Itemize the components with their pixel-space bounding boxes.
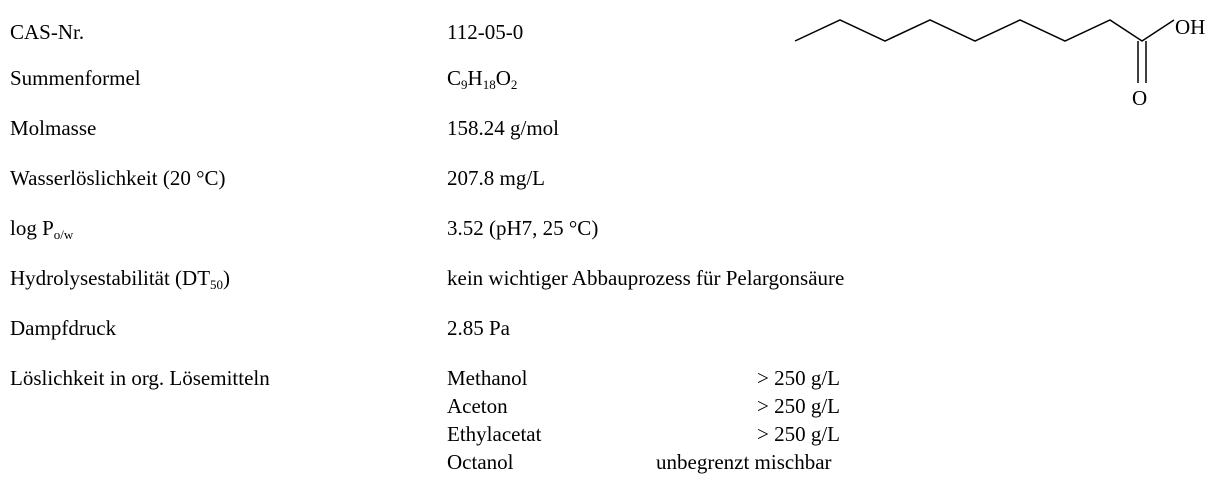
prop-label-hydrolysis: Hydrolysestabilität (DT50) — [10, 266, 231, 292]
prop-label-organic-solubility: Löslichkeit in org. Lösemitteln — [10, 366, 270, 390]
solvent-amount: > 250 g/L — [757, 394, 841, 418]
prop-label-logp: log Po/w — [10, 216, 74, 242]
solvent-name: Methanol — [447, 366, 528, 390]
prop-value-vapor-pressure: 2.85 Pa — [447, 316, 510, 340]
prop-value-formula: C9H18O2 — [447, 66, 518, 92]
prop-label-vapor-pressure: Dampfdruck — [10, 316, 117, 340]
prop-value-molmass: 158.24 g/mol — [447, 116, 560, 140]
prop-label-water-solubility: Wasserlöslichkeit (20 °C) — [10, 166, 226, 190]
solvent-amount: > 250 g/L — [757, 422, 841, 446]
hydroxyl-label: OH — [1175, 15, 1205, 39]
prop-value-water-solubility: 207.8 mg/L — [447, 166, 545, 190]
prop-label-formula: Summenformel — [10, 66, 141, 90]
prop-value-hydrolysis: kein wichtiger Abbauprozess für Pelargon… — [447, 266, 845, 290]
prop-value-logp: 3.52 (pH7, 25 °C) — [447, 216, 599, 240]
solvent-amount: unbegrenzt mischbar — [656, 450, 832, 474]
prop-label-molmass: Molmasse — [10, 116, 97, 140]
prop-value-cas: 112-05-0 — [447, 20, 524, 44]
carbonyl-oxygen-label: O — [1132, 86, 1147, 110]
solvent-name: Aceton — [447, 394, 508, 418]
solvent-name: Ethylacetat — [447, 422, 542, 446]
solvent-amount: > 250 g/L — [757, 366, 841, 390]
carbon-chain — [794, 19, 1175, 42]
pelargonic-acid-structure: OH O — [794, 15, 1205, 110]
prop-label-cas: CAS-Nr. — [10, 20, 85, 44]
solvent-name: Octanol — [447, 450, 514, 474]
